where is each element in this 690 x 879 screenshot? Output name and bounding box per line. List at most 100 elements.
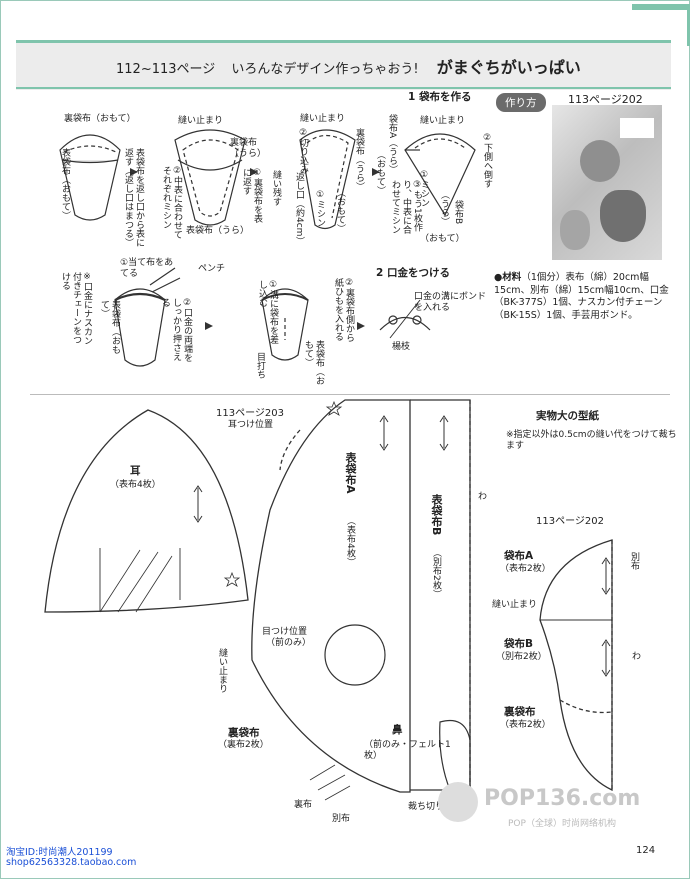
eye-position-label: 目つけ位置 [262, 627, 308, 637]
step1d-note: 表袋布を返し口から表に返す（返し口はまつる） [123, 148, 144, 247]
eye-position-circle [324, 624, 386, 686]
bag-202-pattern [539, 539, 613, 792]
step2b-tool: 目打ち [255, 352, 265, 379]
page-title: がまぐちがいっぱい [436, 58, 581, 77]
step2-illustration-c [114, 267, 181, 367]
step1b-cut: ②切り込み [298, 128, 308, 174]
step1b-lining: 裏袋布（うら） [354, 128, 364, 191]
step1a-bag-a-face: （おもて） [375, 150, 385, 195]
outer-a-label: 表袋布A [344, 452, 357, 494]
eye-position-sub: （前のみ） [266, 638, 312, 648]
step1-illustration-c [174, 129, 246, 226]
corner-decoration [632, 4, 690, 46]
step2c-note3: ※口金にナスカン付きチェーンをつける [60, 272, 92, 345]
step1c-lining: 裏袋布（うら） [230, 138, 267, 159]
step1d-lining: 裏袋布（おもて） [64, 114, 136, 124]
step1a-fold: ②下側へ倒す [482, 133, 492, 188]
step1-title: 1 袋布を作る [408, 91, 472, 103]
step1a-seam-stop: 縫い止まり [420, 116, 466, 126]
page-header: 112~113ページ いろんなデザイン作っちゃおう! がまぐちがいっぱい [116, 54, 581, 78]
step1d-outer: 表袋布（おもて） [60, 148, 70, 220]
outer-b-sub: （別布2枚） [431, 548, 441, 599]
section-divider [30, 394, 670, 395]
shop-url[interactable]: shop62563328.taobao.com [6, 857, 137, 868]
ear-sub: （表布4枚） [110, 480, 161, 490]
pattern-ref-202: 113ページ202 [536, 516, 604, 527]
photo-purse-1 [580, 140, 620, 182]
step1b-return: 返し口（約4cm） [294, 172, 304, 246]
step2-illustration-b [261, 288, 309, 361]
header-bottom-rule [16, 87, 671, 89]
step1a-bag-b-omote: （おもて） [420, 234, 465, 244]
step2c-note1: ①当て布をあてる [120, 258, 174, 279]
outer-a-sub: （表布4枚） [345, 516, 355, 567]
step2b-note1: ①溝に袋布を差し込む [257, 280, 278, 344]
watermark-brand: POP136.com [484, 786, 641, 811]
alt-fabric-202: 別布 [629, 552, 639, 570]
fold-mark-202: わ [632, 652, 642, 662]
step1b-sew: ①ミシン [315, 190, 325, 227]
step2a-note: 口金の溝にボンドを入れる [414, 292, 487, 313]
fold-mark: わ [478, 492, 488, 502]
step1c-note1: ①裏袋布を表に返す [241, 168, 262, 223]
step2-arrows [205, 322, 365, 330]
lining-202-label: 裏袋布 [504, 706, 536, 718]
step2c-outer: 表袋布（おもて） [99, 300, 120, 354]
step1c-note2: ②中表に合わせてそれぞれミシン [161, 166, 182, 239]
howto-badge: 作り方 [496, 93, 546, 112]
header-subtitle: いろんなデザイン作っちゃおう! [231, 62, 419, 77]
step1c-seam-stop: 縫い止まり [178, 116, 224, 126]
shop-id: 淘宝ID:时尚潮人201199 [6, 847, 113, 858]
outer-bag-a-pattern [251, 399, 411, 793]
bag-b-label: 袋布B [504, 638, 534, 650]
materials-bullet: ● [494, 272, 503, 283]
step2c-note2: ②口金の両端をしっかり押さえる [160, 298, 192, 362]
howto-ref: 113ページ202 [568, 93, 643, 106]
step1-arrows [130, 168, 380, 176]
photo-tag [620, 118, 654, 138]
bag-a-label: 袋布A [504, 550, 534, 562]
seam-stop-label: 縫い止まり [217, 648, 227, 693]
ear-position-label: 耳つけ位置 [228, 420, 274, 430]
step1-illustration-d [59, 134, 121, 221]
watermark-logo [438, 782, 478, 822]
watermark-sub: POP（全球）时尚网络机构 [508, 819, 616, 829]
step1c-outer: 表袋布（うら） [186, 226, 250, 236]
header-top-rule [16, 40, 671, 43]
photo-purse-2 [600, 190, 646, 242]
step1b-leave: 縫い残す [271, 170, 281, 206]
ear-pattern [44, 409, 249, 613]
step1a-bag-a: 袋布A（うら） [387, 114, 397, 175]
bag-202-arrows [601, 557, 611, 677]
page-number: 124 [636, 845, 656, 856]
step1a-bag-b: 袋布B [453, 200, 463, 225]
alt-fabric-label: 別布 [332, 814, 351, 824]
pattern-ref-203: 113ページ203 [216, 408, 284, 419]
step1b-face: （おもて） [335, 188, 345, 233]
pattern-note: ※指定以外は0.5cmの縫い代をつけて裁ちます [506, 430, 677, 451]
header-band [16, 40, 671, 90]
lining-fabric-label: 裏布 [294, 800, 313, 810]
ear-label: 耳 [130, 465, 141, 477]
lining-label: 裏袋布 [228, 727, 260, 739]
step1a-sew1: ①ミシン [419, 170, 429, 207]
step1a-sew3: ③もう1枚作り、中表に合わせてミシン [390, 180, 422, 234]
step2-title: 2 口金をつける [376, 267, 450, 279]
bag-b-sub: （別布2枚） [496, 652, 547, 662]
star-marks [223, 400, 343, 587]
step2c-tool: ペンチ [198, 264, 226, 274]
cut-off-label: 裁ち切り [408, 802, 445, 812]
nose-label: 鼻 [392, 724, 403, 736]
header-pages: 112~113ページ [116, 62, 216, 77]
step2-illustration-a [379, 299, 431, 339]
photo-purse-3 [560, 210, 590, 250]
materials-text: ●材料（1個分）表布（綿）20cm幅15cm、別布（綿）15cm幅10cm、口金… [494, 272, 672, 322]
step2b-outer: 表袋布（おもて） [303, 340, 324, 385]
pattern-title: 実物大の型紙 [536, 410, 599, 422]
outer-bag-b-pattern [410, 399, 471, 791]
lining-sub: （裏布2枚） [218, 740, 269, 750]
step1b-seam-stop: 縫い止まり [300, 114, 346, 124]
fabric-hatch-marks [309, 764, 351, 801]
lining-202-sub: （表布2枚） [500, 720, 551, 730]
